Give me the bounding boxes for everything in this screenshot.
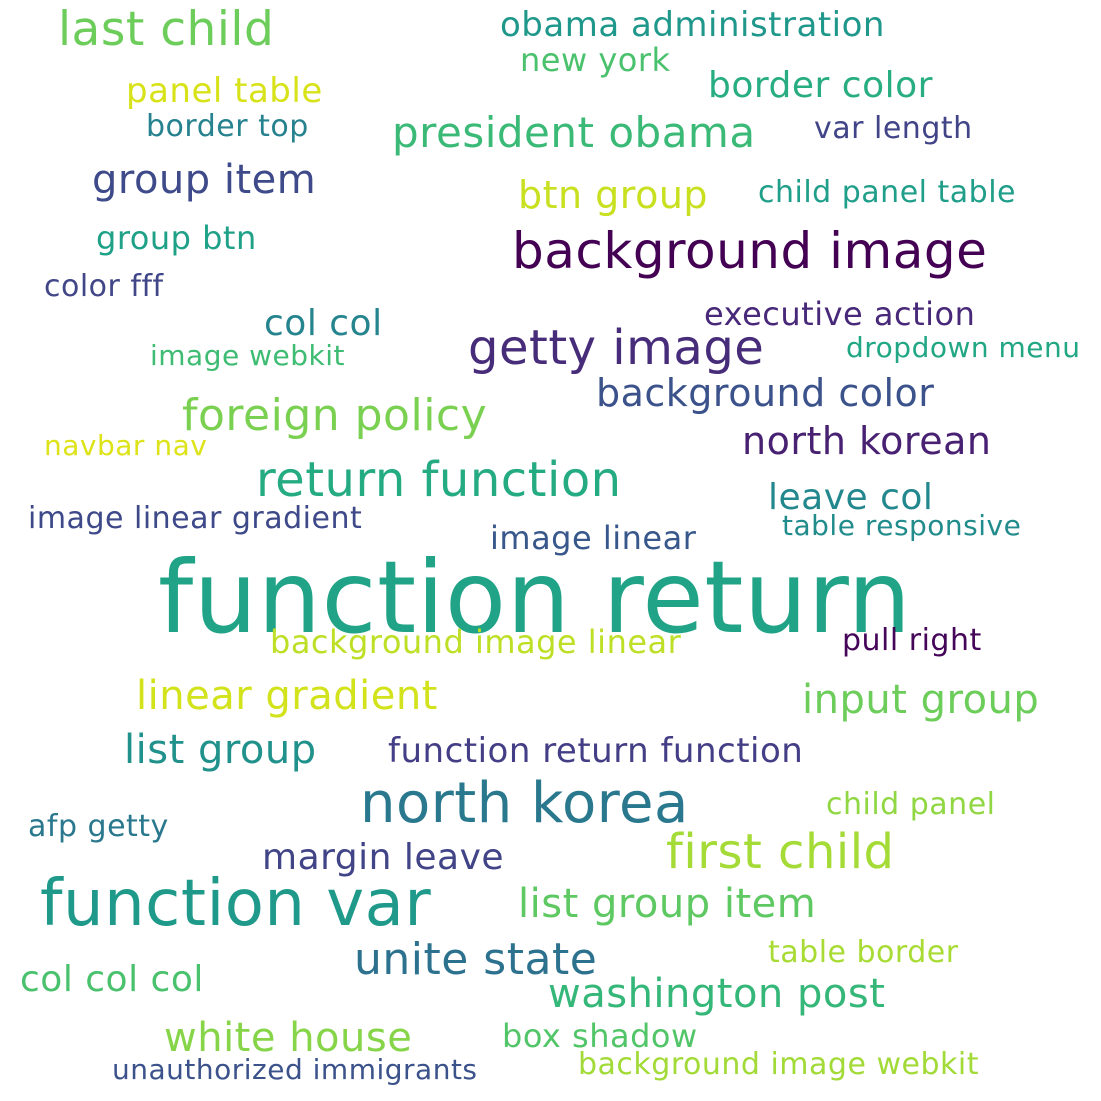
word-list-group-item: list group item bbox=[518, 881, 817, 927]
word-first-child: first child bbox=[666, 824, 895, 880]
word-function-var: function var bbox=[40, 867, 432, 941]
word-box-shadow: box shadow bbox=[502, 1017, 698, 1055]
word-getty-image: getty image bbox=[468, 320, 765, 376]
word-color-fff: color fff bbox=[44, 269, 164, 304]
word-function-return: function return bbox=[158, 539, 912, 656]
word-col-col: col col bbox=[264, 303, 383, 344]
word-linear-gradient: linear gradient bbox=[136, 673, 438, 719]
word-north-korea: north korea bbox=[360, 771, 689, 836]
word-border-top: border top bbox=[146, 109, 309, 144]
word-pull-right: pull right bbox=[842, 623, 982, 658]
word-list-group: list group bbox=[124, 727, 317, 773]
word-child-panel-table: child panel table bbox=[758, 175, 1017, 210]
word-navbar-nav: navbar nav bbox=[44, 429, 208, 462]
word-background-image-linear: background image linear bbox=[270, 623, 682, 661]
word-north-korean: north korean bbox=[742, 419, 992, 463]
word-border-color: border color bbox=[708, 65, 933, 106]
word-margin-leave: margin leave bbox=[262, 837, 505, 878]
word-new-york: new york bbox=[520, 41, 671, 79]
word-table-responsive: table responsive bbox=[782, 509, 1022, 542]
word-group-btn: group btn bbox=[96, 219, 257, 257]
word-foreign-policy: foreign policy bbox=[182, 390, 488, 441]
word-white-house: white house bbox=[164, 1015, 413, 1061]
word-image-webkit: image webkit bbox=[150, 339, 345, 372]
word-function-return-function: function return function bbox=[388, 731, 804, 771]
word-return-function: return function bbox=[256, 452, 622, 508]
word-child-panel: child panel bbox=[826, 787, 996, 822]
word-unite-state: unite state bbox=[354, 934, 598, 985]
word-last-child: last child bbox=[58, 2, 275, 57]
word-background-image-webkit: background image webkit bbox=[578, 1047, 979, 1082]
word-unauthorized-immigrants: unauthorized immigrants bbox=[112, 1053, 478, 1086]
word-image-linear: image linear bbox=[490, 519, 697, 557]
word-background-image: background image bbox=[512, 222, 988, 280]
word-input-group: input group bbox=[802, 677, 1040, 723]
word-panel-table: panel table bbox=[126, 71, 323, 111]
word-washington-post: washington post bbox=[548, 971, 886, 1017]
word-col-col-col: col col col bbox=[20, 959, 204, 1000]
word-btn-group: btn group bbox=[518, 173, 709, 217]
word-table-border: table border bbox=[768, 935, 959, 970]
word-obama-administration: obama administration bbox=[500, 5, 885, 45]
word-president-obama: president obama bbox=[392, 108, 756, 157]
word-group-item: group item bbox=[92, 157, 317, 203]
word-image-linear-gradient: image linear gradient bbox=[28, 501, 363, 536]
word-afp-getty: afp getty bbox=[28, 809, 169, 844]
word-background-color: background color bbox=[596, 371, 935, 415]
word-leave-col: leave col bbox=[768, 477, 934, 518]
word-var-length: var length bbox=[814, 111, 973, 146]
word-executive-action: executive action bbox=[704, 295, 976, 333]
word-dropdown-menu: dropdown menu bbox=[846, 331, 1081, 364]
